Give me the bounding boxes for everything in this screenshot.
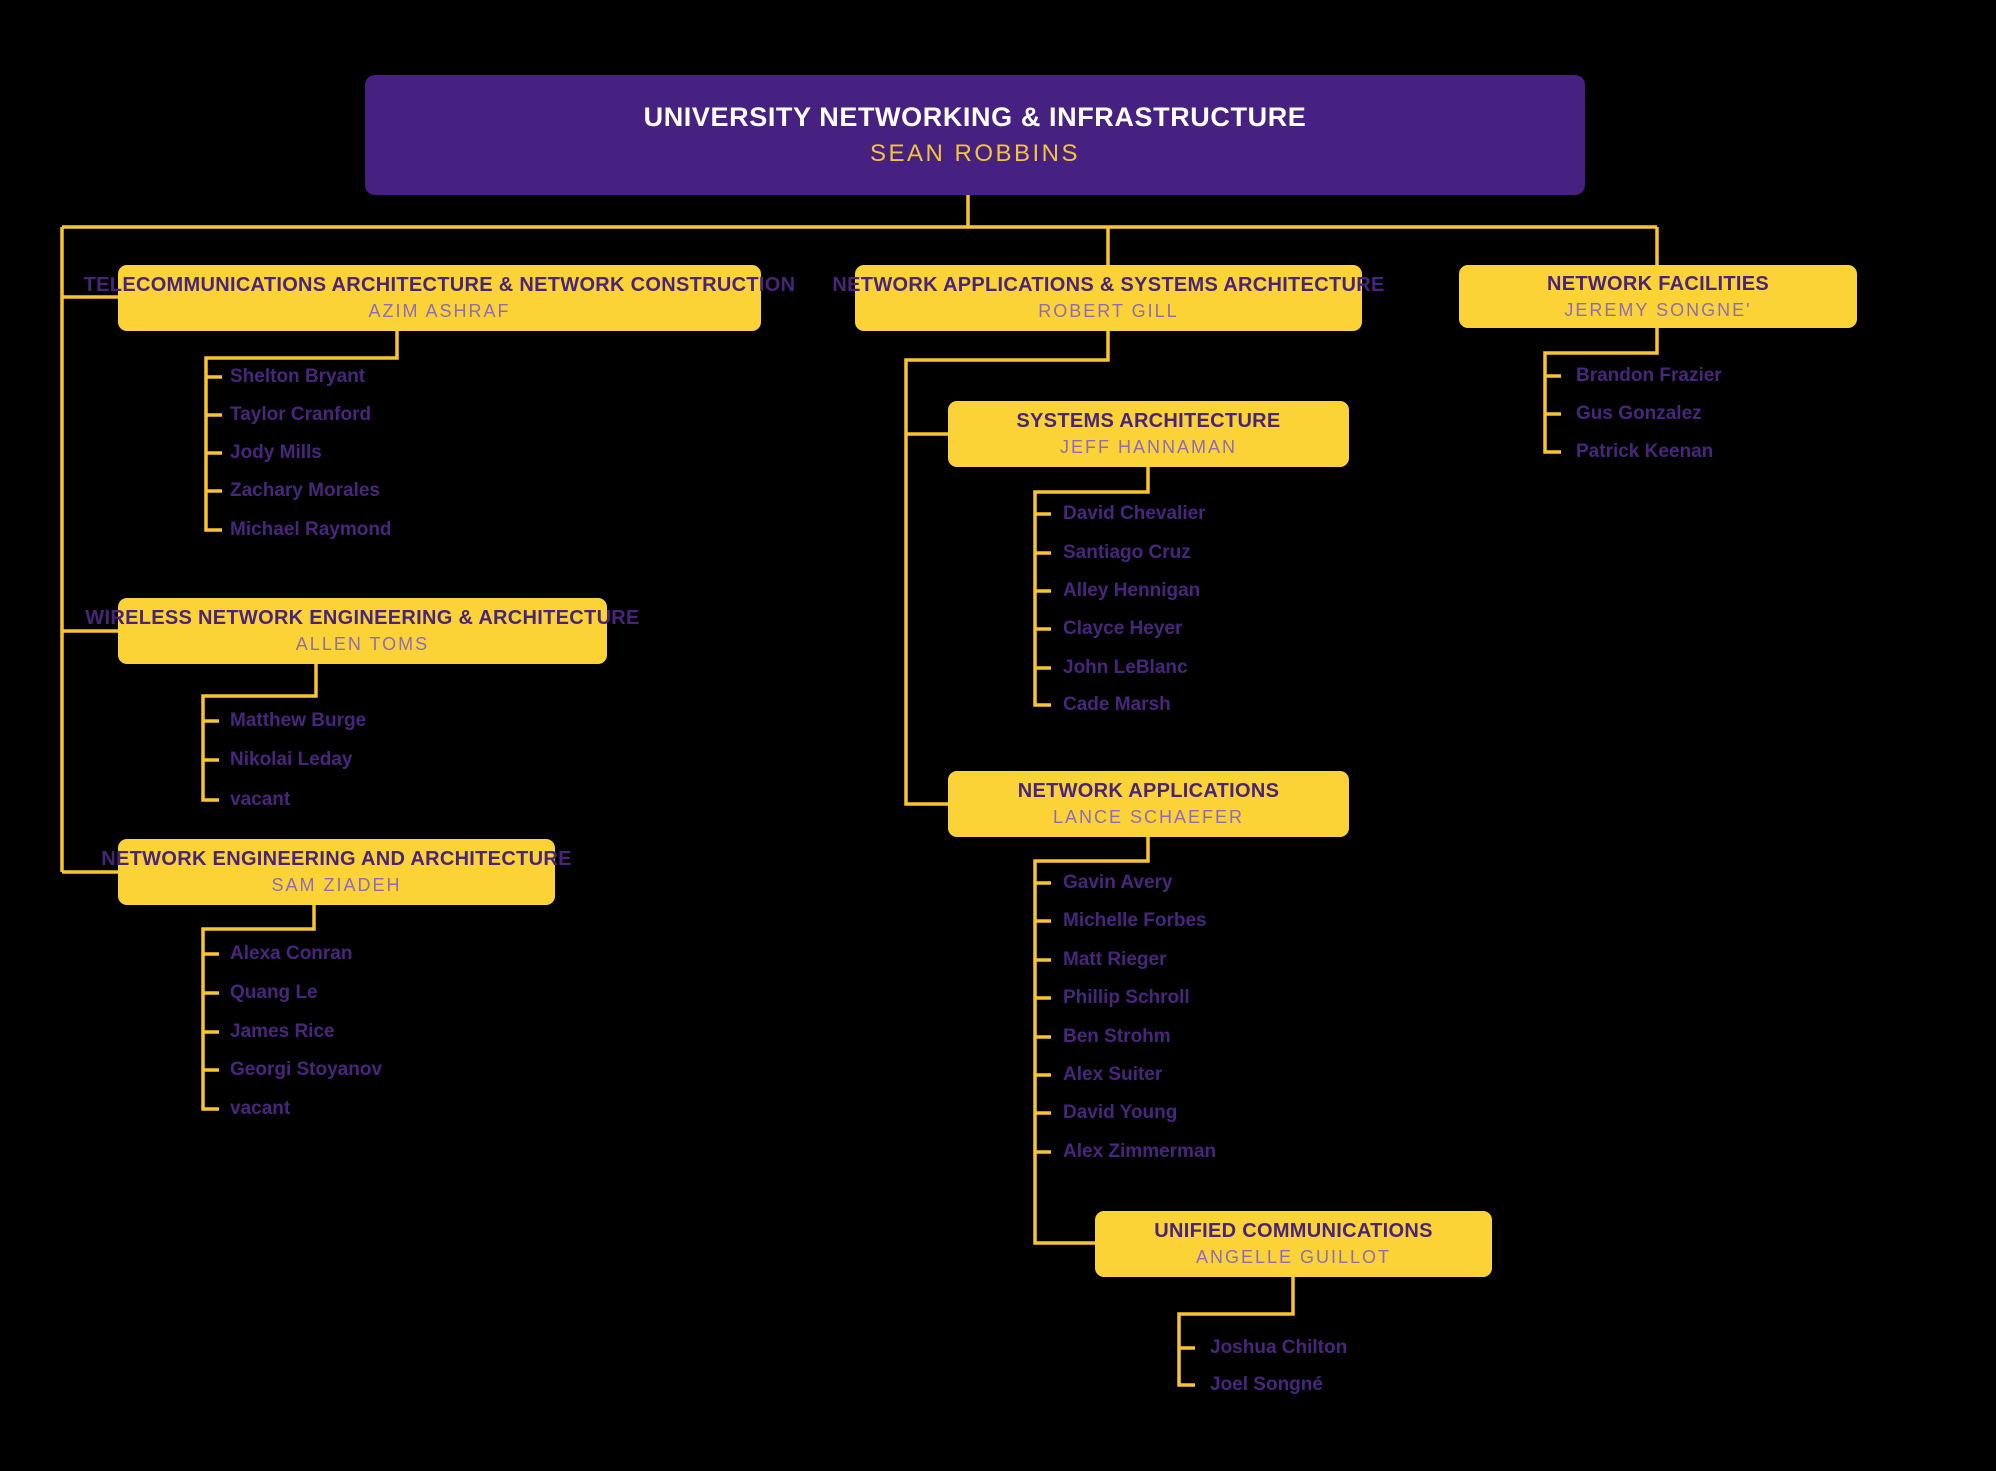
member-name: Brandon Frazier — [1576, 365, 1722, 386]
connector-netapps-members — [1033, 837, 1150, 1245]
dept-box-unified-comms: UNIFIED COMMUNICATIONS ANGELLE GUILLOT — [1095, 1211, 1492, 1277]
dept-title: UNIFIED COMMUNICATIONS — [1154, 1220, 1433, 1242]
connector-sysarch-members — [1033, 467, 1150, 707]
member-name: Nikolai Leday — [230, 749, 353, 770]
member-name: Alex Zimmerman — [1063, 1141, 1217, 1162]
member-name: Santiago Cruz — [1063, 542, 1191, 563]
member-name: Jody Mills — [230, 442, 322, 463]
member-name: Zachary Morales — [230, 480, 380, 501]
member-name: Shelton Bryant — [230, 366, 366, 387]
dept-title: NETWORK ENGINEERING AND ARCHITECTURE — [101, 848, 572, 870]
dept-title: NETWORK APPLICATIONS — [1017, 780, 1280, 802]
dept-box-wireless: WIRELESS NETWORK ENGINEERING & ARCHITECT… — [85, 598, 639, 664]
member-name: David Young — [1063, 1102, 1178, 1123]
member-name: Georgi Stoyanov — [230, 1059, 383, 1080]
dept-box-sysarch: SYSTEMS ARCHITECTURE JEFF HANNAMAN — [948, 401, 1349, 467]
dept-title: SYSTEMS ARCHITECTURE — [1016, 410, 1281, 432]
member-name: Michael Raymond — [230, 519, 392, 540]
dept-title: NETWORK FACILITIES — [1546, 272, 1770, 295]
dept-manager: ANGELLE GUILLOT — [1195, 1247, 1392, 1267]
member-name: Michelle Forbes — [1063, 910, 1207, 931]
dept-manager: LANCE SCHAEFER — [1052, 807, 1245, 827]
member-name: James Rice — [230, 1021, 335, 1042]
dept-manager: SAM ZIADEH — [271, 875, 402, 895]
connector-telecom-members — [204, 331, 399, 532]
member-name: Quang Le — [230, 982, 318, 1003]
connector-wireless-members — [201, 664, 318, 802]
dept-manager: JEFF HANNAMAN — [1059, 437, 1237, 457]
member-name: John LeBlanc — [1063, 657, 1188, 678]
member-name: Ben Strohm — [1063, 1026, 1171, 1047]
connector-gill-spine — [904, 331, 1110, 806]
dept-manager: AZIM ASHRAF — [368, 301, 511, 321]
member-name: Matthew Burge — [230, 710, 367, 731]
dept-title: TELECOMMUNICATIONS ARCHITECTURE & NETWOR… — [83, 274, 796, 296]
member-name: Joel Songné — [1210, 1374, 1323, 1395]
root-manager: SEAN ROBBINS — [869, 140, 1081, 167]
dept-manager: ROBERT GILL — [1038, 301, 1179, 321]
connector-neteng-members — [201, 905, 316, 1111]
dept-manager: JEREMY SONGNE' — [1564, 299, 1752, 320]
dept-manager: ALLEN TOMS — [295, 634, 430, 654]
connector-facilities-members — [1543, 328, 1659, 454]
dept-box-facilities: NETWORK FACILITIES JEREMY SONGNE' — [1459, 265, 1857, 328]
member-name: Alexa Conran — [230, 943, 353, 964]
root-title: UNIVERSITY NETWORKING & INFRASTRUCTURE — [643, 102, 1307, 132]
member-name: Gus Gonzalez — [1576, 403, 1702, 424]
member-name: David Chevalier — [1063, 503, 1206, 524]
member-name: Joshua Chilton — [1210, 1337, 1348, 1358]
member-name: Clayce Heyer — [1063, 618, 1183, 639]
member-name: Alley Hennigan — [1063, 580, 1201, 601]
dept-box-neteng: NETWORK ENGINEERING AND ARCHITECTURE SAM… — [101, 839, 571, 905]
member-name: Taylor Cranford — [230, 404, 372, 425]
dept-box-netapps: NETWORK APPLICATIONS LANCE SCHAEFER — [948, 771, 1349, 837]
member-name: Alex Suiter — [1063, 1064, 1163, 1085]
dept-box-netapps-sysarch: NETWORK APPLICATIONS & SYSTEMS ARCHITECT… — [832, 265, 1384, 331]
member-name: Matt Rieger — [1063, 949, 1167, 970]
connector-unified-members — [1177, 1277, 1295, 1387]
dept-box-telecom: TELECOMMUNICATIONS ARCHITECTURE & NETWOR… — [84, 265, 795, 331]
member-name: vacant — [230, 789, 291, 810]
member-name: Cade Marsh — [1063, 694, 1171, 715]
member-name: Phillip Schroll — [1063, 987, 1190, 1008]
dept-title: NETWORK APPLICATIONS & SYSTEMS ARCHITECT… — [832, 274, 1385, 296]
member-name: vacant — [230, 1098, 291, 1119]
dept-title: WIRELESS NETWORK ENGINEERING & ARCHITECT… — [85, 607, 640, 629]
member-name: Gavin Avery — [1063, 872, 1173, 893]
root-box: UNIVERSITY NETWORKING & INFRASTRUCTURE S… — [365, 75, 1585, 195]
member-name: Patrick Keenan — [1576, 441, 1714, 462]
